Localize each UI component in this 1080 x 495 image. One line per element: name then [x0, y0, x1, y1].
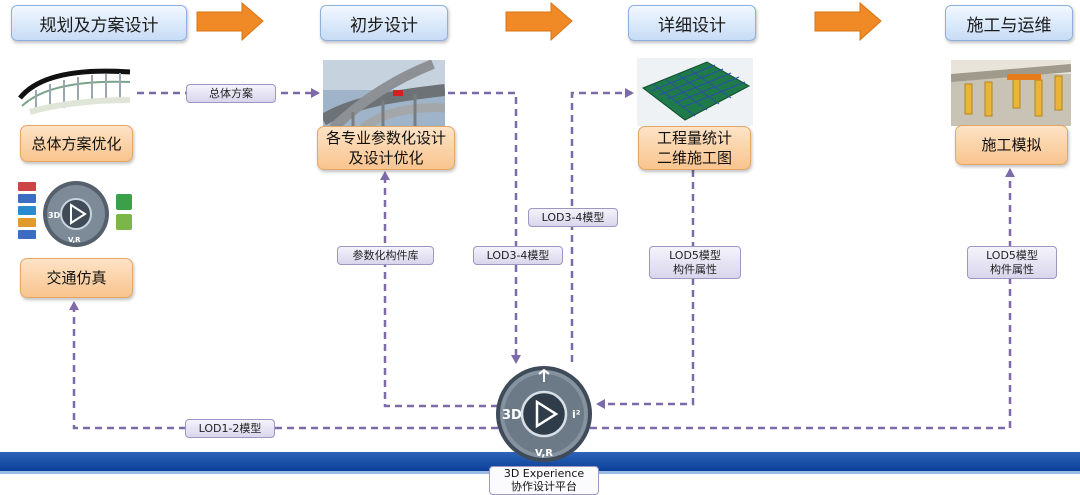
compass-right-text: i² [572, 408, 581, 421]
platform-compass-icon: 3D i² V,R [496, 366, 592, 462]
tag-overall-plan-label: 总体方案 [209, 86, 253, 100]
simulation-tool-icons [18, 182, 132, 239]
edge-lod34-down [448, 91, 521, 364]
bridge-sketch-image [18, 68, 131, 115]
tag-lod5-detail: LOD5模型 构件属性 [649, 246, 741, 279]
phase-construction: 施工与运维 [945, 5, 1073, 41]
grid-structure-image [637, 58, 753, 126]
edge-lod5-construct [590, 168, 1015, 430]
stage-arrow-3 [814, 1, 882, 42]
step-quantity-line1: 工程量统计 [656, 129, 732, 147]
stage-arrows [196, 1, 882, 42]
tag-lod5-detail-line2: 构件属性 [673, 262, 717, 276]
step-quantity-line2: 二维施工图 [656, 149, 732, 167]
tag-lod12-label: LOD1-2模型 [198, 421, 262, 435]
tag-lod5-construct-line2: 构件属性 [990, 262, 1034, 276]
tag-lod12: LOD1-2模型 [185, 419, 275, 438]
svg-text:V,R: V,R [68, 236, 81, 244]
platform-label: 3D Experience 协作设计平台 [489, 466, 599, 495]
simulation-tool-image: 3D V,R [18, 181, 132, 247]
edge-lod12 [69, 301, 498, 430]
phase-detailed: 详细设计 [628, 5, 756, 41]
tag-component-library: 参数化构件库 [337, 246, 434, 265]
phase-planning: 规划及方案设计 [11, 5, 187, 41]
tag-lod5-construct: LOD5模型 构件属性 [967, 246, 1057, 279]
step-traffic-simulation-label: 交通仿真 [46, 269, 107, 287]
tag-component-library-label: 参数化构件库 [352, 248, 419, 262]
edge-lod34-up [570, 88, 634, 362]
phase-preliminary-label: 初步设计 [350, 15, 418, 36]
stage-arrow-2 [505, 1, 573, 42]
compass-bottom-text: V,R [535, 448, 553, 459]
compass-left-text: 3D [502, 408, 522, 423]
step-param-design-line2: 及设计优化 [348, 149, 424, 167]
step-construction-simulation: 施工模拟 [955, 125, 1068, 165]
step-param-design-line1: 各专业参数化设计 [325, 129, 446, 147]
step-overall-optimization-label: 总体方案优化 [31, 134, 122, 153]
phase-planning-label: 规划及方案设计 [39, 15, 159, 36]
phase-detailed-label: 详细设计 [658, 15, 726, 36]
tag-lod34-down-label: LOD3-4模型 [486, 248, 550, 262]
tag-lod34-up: LOD3-4模型 [528, 208, 618, 227]
platform-label-line2: 协作设计平台 [511, 480, 577, 493]
interchange-render-image [323, 60, 445, 128]
step-traffic-simulation: 交通仿真 [20, 258, 133, 298]
tag-lod5-construct-line1: LOD5模型 [986, 248, 1038, 262]
phase-construction-label: 施工与运维 [966, 15, 1052, 36]
step-quantity-drawings: 工程量统计 二维施工图 [638, 126, 751, 170]
phase-preliminary: 初步设计 [320, 5, 448, 41]
platform-label-line1: 3D Experience [503, 467, 585, 480]
tag-lod34-up-label: LOD3-4模型 [541, 210, 605, 224]
step-construction-simulation-label: 施工模拟 [981, 136, 1042, 154]
tag-lod5-detail-line1: LOD5模型 [669, 248, 721, 262]
svg-text:3D: 3D [48, 211, 61, 220]
edge-lod5-detail [596, 170, 695, 409]
stage-arrow-1 [196, 1, 264, 42]
step-param-design: 各专业参数化设计 及设计优化 [317, 126, 455, 170]
step-overall-optimization: 总体方案优化 [20, 125, 133, 162]
tag-lod34-down: LOD3-4模型 [473, 246, 563, 265]
edge-component-library [380, 171, 498, 408]
construction-render-image [951, 60, 1071, 126]
tag-overall-plan: 总体方案 [186, 84, 276, 103]
